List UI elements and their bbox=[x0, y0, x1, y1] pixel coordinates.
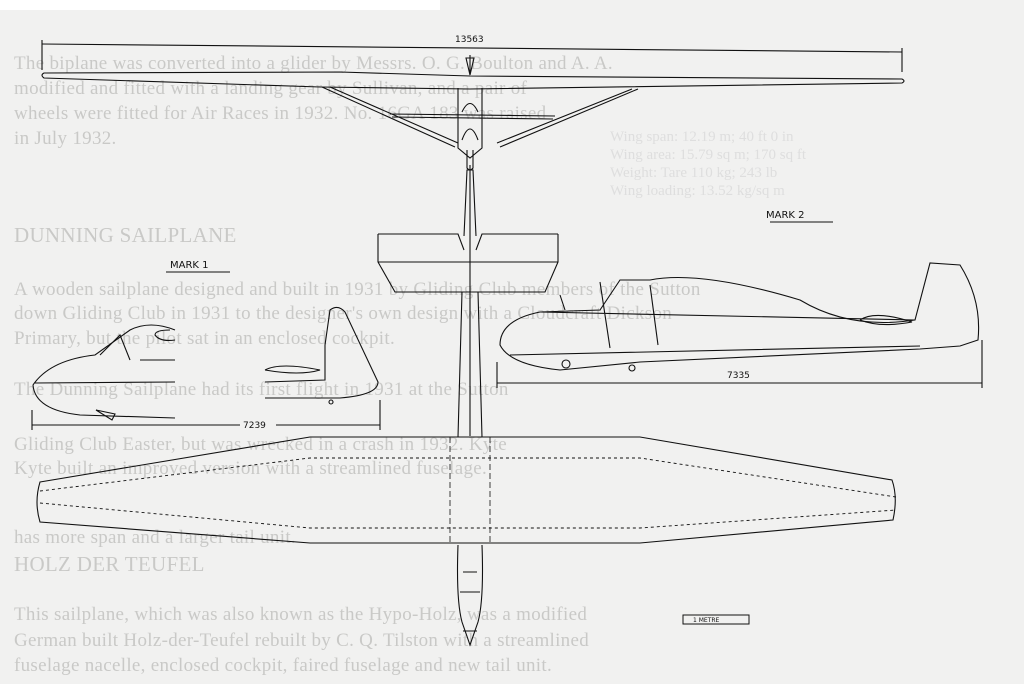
bg-line: This sailplane, which was also known as … bbox=[14, 604, 588, 625]
span-dimension: 13563 bbox=[455, 35, 484, 45]
plan-fin bbox=[463, 169, 477, 237]
mark2-side-view: MARK 2 7335 bbox=[496, 210, 983, 388]
bg-heading: HOLZ DER TEUFEL bbox=[14, 552, 205, 576]
mark1-length: 7239 bbox=[243, 421, 266, 431]
mark1-side-view: MARK 1 7239 bbox=[31, 260, 381, 431]
spec-line: Wing area: 15.79 sq m; 170 sq ft bbox=[610, 147, 807, 163]
bg-line: fuselage nacelle, enclosed cockpit, fair… bbox=[14, 655, 552, 676]
bg-line: wheels were fitted for Air Races in 1932… bbox=[14, 103, 547, 124]
bg-line: modified and fitted with a landing gear … bbox=[14, 78, 528, 99]
scale-bar: 1 METRE bbox=[682, 614, 750, 625]
page-edge bbox=[0, 0, 440, 10]
mark1-nose bbox=[32, 324, 176, 419]
bg-line: in July 1932. bbox=[14, 128, 117, 149]
tailplane bbox=[377, 233, 559, 293]
scale-label: 1 METRE bbox=[693, 617, 720, 624]
mark2-fuselage bbox=[499, 262, 980, 371]
bg-line: has more span and a larger tail unit. bbox=[14, 527, 296, 548]
spec-line: Weight: Tare 110 kg; 243 lb bbox=[610, 165, 778, 181]
spec-line: Wing loading: 13.52 kg/sq m bbox=[610, 183, 785, 199]
bg-heading: DUNNING SAILPLANE bbox=[14, 223, 237, 247]
bg-line: Kyte built an improved version with a st… bbox=[14, 458, 488, 479]
bg-line: The Dunning Sailplane had its first flig… bbox=[14, 379, 509, 400]
bg-line: German built Holz-der-Teufel rebuilt by … bbox=[14, 630, 590, 651]
bg-line: A wooden sailplane designed and built in… bbox=[14, 279, 701, 300]
plan-fuselage-nose bbox=[456, 544, 484, 647]
front-fuselage bbox=[457, 88, 483, 159]
mark1-tail bbox=[264, 306, 379, 399]
bg-line: The biplane was converted into a glider … bbox=[14, 53, 613, 74]
mark1-label: MARK 1 bbox=[170, 260, 209, 271]
bg-line: Gliding Club Easter, but was wrecked in … bbox=[14, 434, 507, 455]
main-wing bbox=[36, 436, 896, 544]
mark2-length: 7335 bbox=[727, 371, 750, 381]
span-dimension-line bbox=[41, 43, 903, 53]
wing-struts bbox=[321, 86, 639, 148]
mark2-label: MARK 2 bbox=[766, 210, 805, 221]
plan-view bbox=[36, 165, 897, 647]
front-view: 13563 bbox=[41, 35, 905, 171]
spec-line: Wing span: 12.19 m; 40 ft 0 in bbox=[610, 129, 794, 145]
tail-boom bbox=[457, 291, 483, 438]
bg-line: down Gliding Club in 1931 to the designe… bbox=[14, 303, 673, 324]
front-wing bbox=[41, 71, 905, 90]
bg-line: Primary, but the pilot sat in an enclose… bbox=[14, 328, 396, 349]
